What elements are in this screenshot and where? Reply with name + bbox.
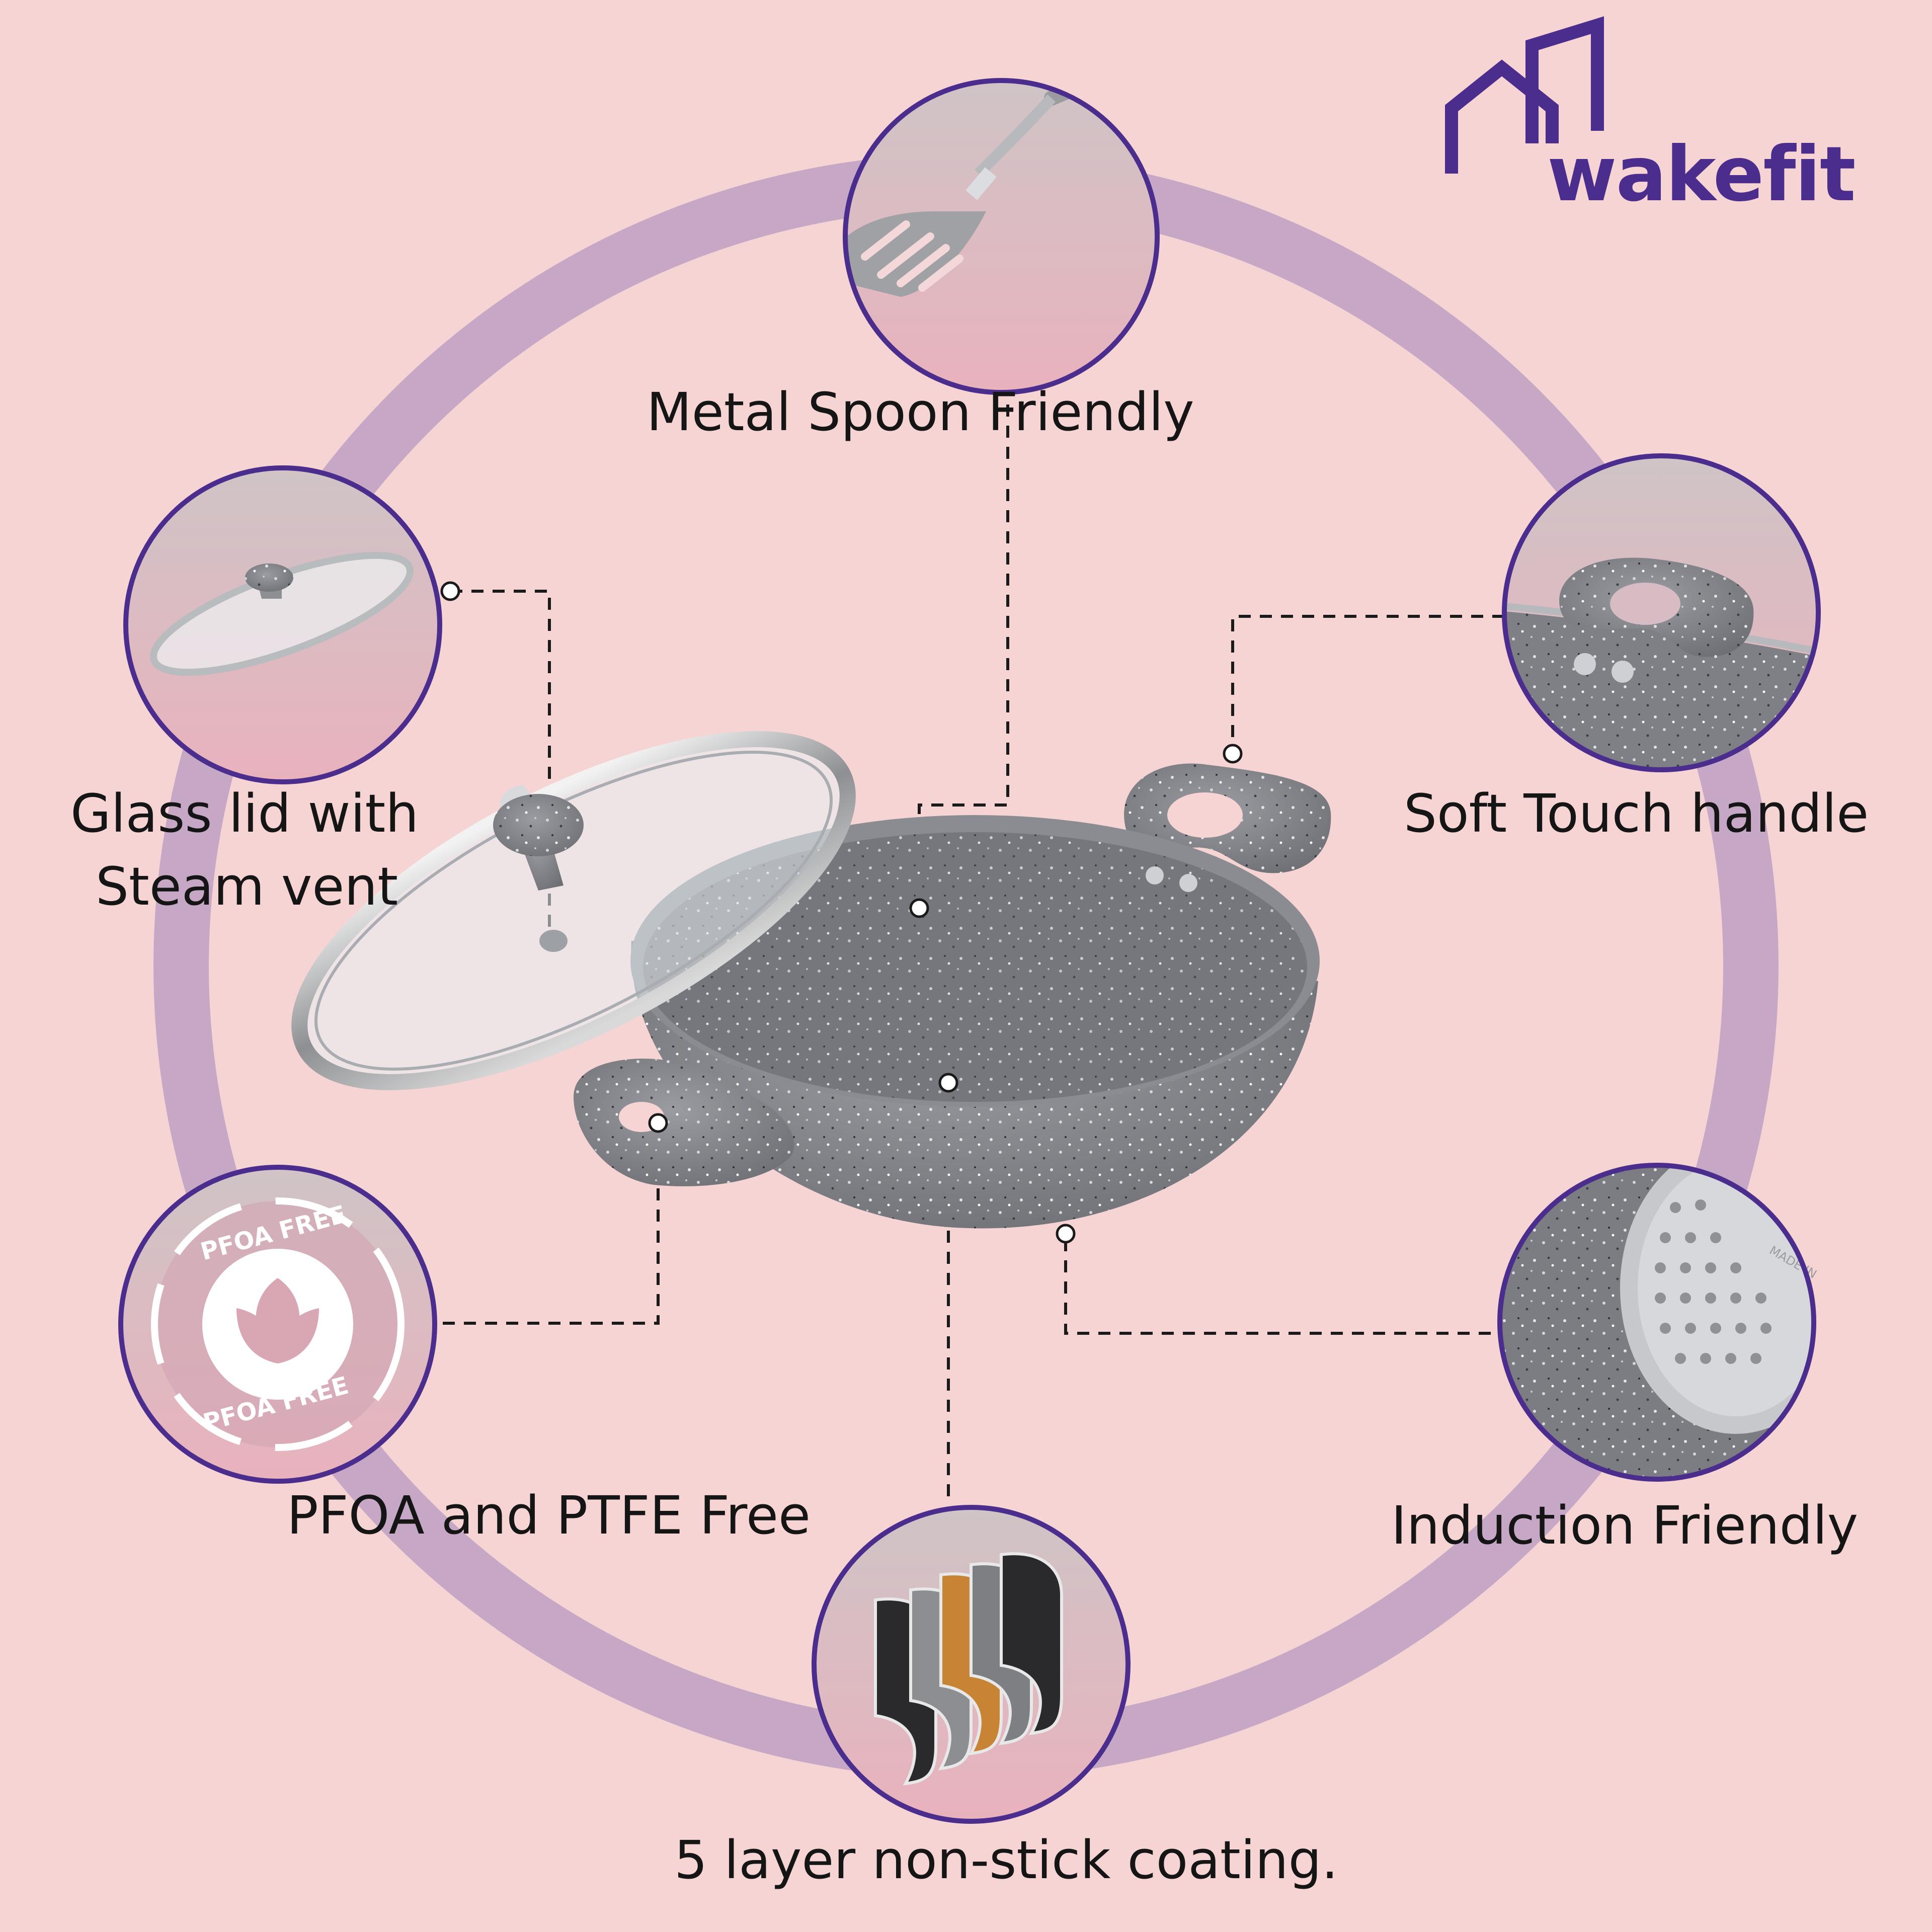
glass-lid-label-line2: Steam vent bbox=[96, 856, 398, 917]
leaf-icon bbox=[236, 1278, 319, 1363]
layers-icon bbox=[874, 1552, 1063, 1786]
coating-label: 5 layer non-stick coating. bbox=[674, 1829, 1338, 1891]
induction-bubble: MADE IN bbox=[1497, 1163, 1819, 1482]
house-outline-icon bbox=[1445, 16, 1604, 174]
connector-dots bbox=[440, 581, 1243, 1244]
induction-label: Induction Friendly bbox=[1391, 1495, 1859, 1556]
soft-touch-label: Soft Touch handle bbox=[1404, 783, 1869, 844]
induction-base-icon bbox=[1500, 1165, 1814, 1479]
soft-touch-bubble bbox=[1502, 453, 1821, 772]
coating-bubble bbox=[812, 1505, 1131, 1824]
glass-lid-icon bbox=[149, 551, 414, 676]
kadai-with-lid-icon bbox=[291, 731, 1331, 1229]
metal-spoon-label: Metal Spoon Friendly bbox=[647, 381, 1194, 443]
pfoa-free-label: PFOA and PTFE Free bbox=[287, 1485, 811, 1546]
glass-lid-label-line1: Glass lid with bbox=[70, 783, 419, 844]
pfoa-free-bubble bbox=[118, 1165, 437, 1484]
glass-lid-bubble bbox=[123, 465, 442, 784]
metal-spoon-bubble bbox=[843, 78, 1160, 395]
brand-wordmark: wakefit bbox=[1547, 131, 1856, 218]
